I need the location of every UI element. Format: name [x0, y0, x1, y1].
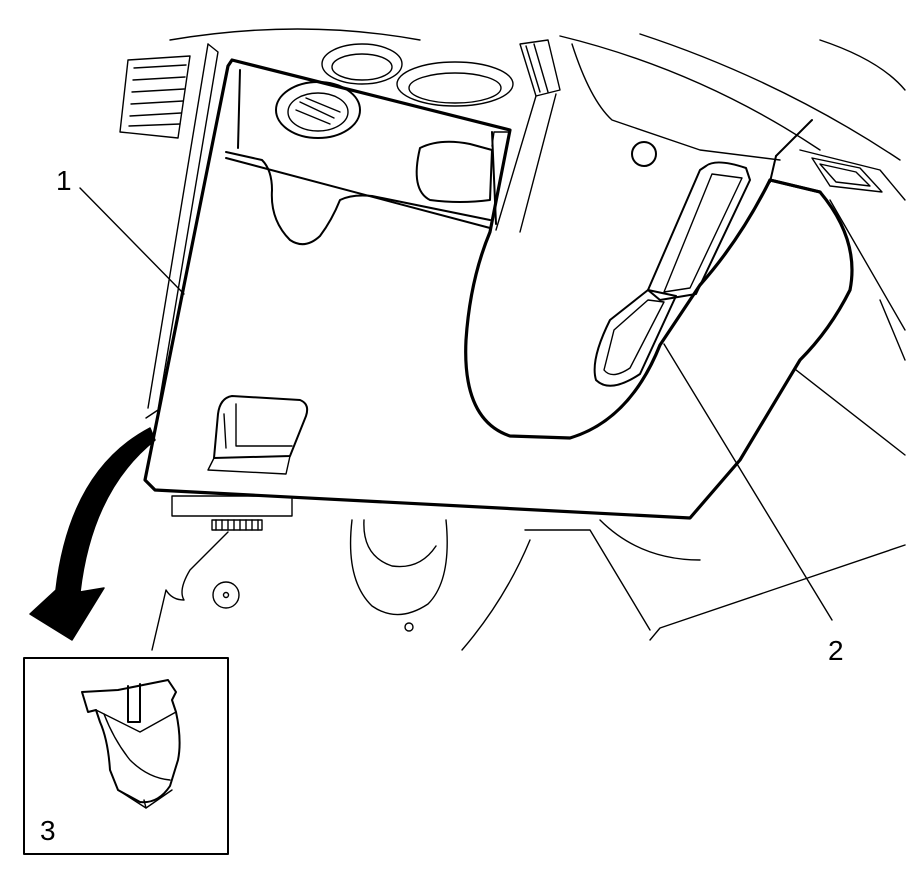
callout-3: 3: [40, 815, 56, 846]
detail-inset: [23, 657, 229, 855]
callout-1: 1: [56, 165, 72, 196]
leader-1: [79, 187, 185, 295]
knee-bolster-panel: [143, 58, 854, 520]
leader-2: [663, 343, 833, 621]
callout-2: 2: [828, 635, 844, 666]
dashboard-background: [119, 28, 906, 651]
removal-direction-arrow: [29, 427, 156, 641]
retainer-clip: [81, 679, 181, 809]
